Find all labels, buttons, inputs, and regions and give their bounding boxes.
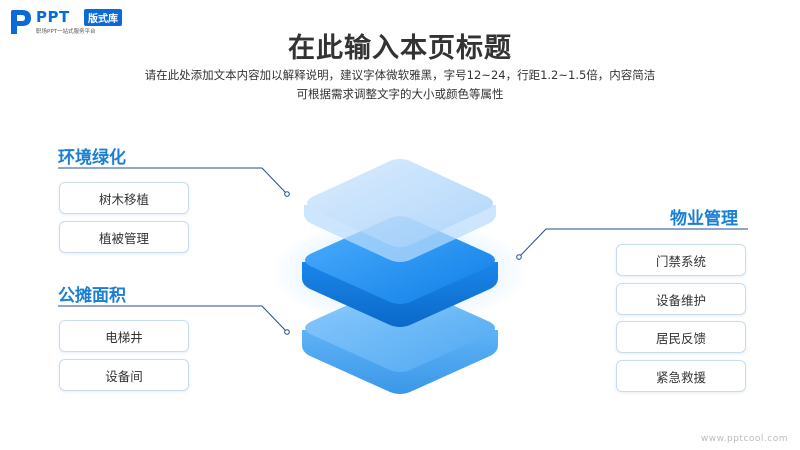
subtitle-line-2: 可根据需求调整文字的大小或颜色等属性 (296, 87, 504, 101)
item-equipment-maintenance[interactable]: 设备维护 (616, 283, 746, 315)
section-title-property-management: 物业管理 (670, 209, 738, 229)
item-access-control[interactable]: 门禁系统 (616, 244, 746, 276)
connector-property (519, 228, 748, 257)
item-vegetation-management[interactable]: 植被管理 (59, 221, 189, 253)
brand-logo: PPT 版式库 职场PPT一站式服务平台 (8, 8, 158, 38)
item-tree-transplant[interactable]: 树木移植 (59, 182, 189, 214)
logo-tagline: 职场PPT一站式服务平台 (36, 29, 96, 35)
subtitle-line-1: 请在此处添加文本内容加以解释说明，建议字体微软雅黑，字号12~24，行距1.2~… (144, 68, 656, 82)
item-elevator-shaft[interactable]: 电梯井 (59, 320, 189, 352)
subtitle: 请在此处添加文本内容加以解释说明，建议字体微软雅黑，字号12~24，行距1.2~… (100, 66, 700, 104)
logo-name: PPT (36, 8, 70, 26)
connector-public-area (58, 305, 287, 332)
item-resident-feedback[interactable]: 居民反馈 (616, 321, 746, 353)
connector-dots (284, 191, 522, 335)
watermark: www.pptcool.com (700, 434, 788, 444)
section-title-environment: 环境绿化 (58, 148, 126, 168)
connector-lines (58, 167, 748, 332)
logo-badge: 版式库 (84, 9, 122, 26)
item-emergency-rescue[interactable]: 紧急救援 (616, 360, 746, 392)
logo-p-icon (11, 10, 31, 34)
item-equipment-room[interactable]: 设备间 (59, 359, 189, 391)
page-title: 在此输入本页标题 (288, 33, 512, 64)
top-layer (304, 159, 496, 262)
connector-environment (58, 167, 287, 194)
section-title-public-area: 公摊面积 (58, 286, 126, 306)
